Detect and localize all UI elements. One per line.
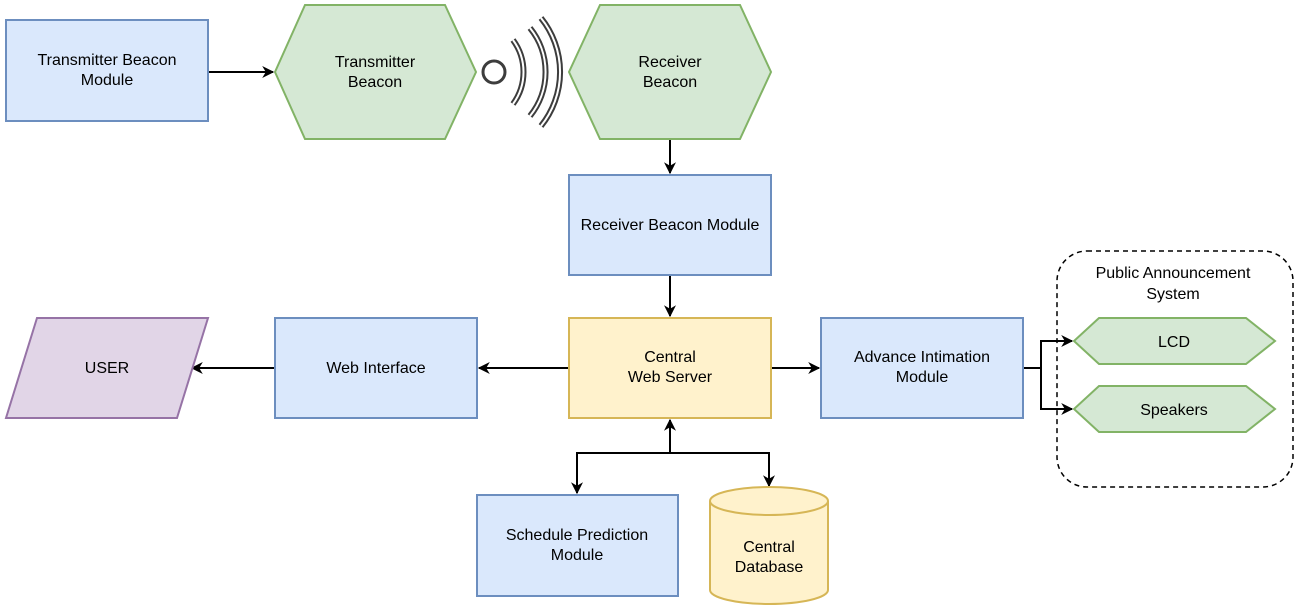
group-label-line-2: System [1146,286,1199,303]
lcd-node[interactable]: LCD [1072,317,1277,365]
user-label: USER [85,360,129,377]
edge-to-central-database [670,452,775,488]
schedule-prediction-module-node[interactable]: Schedule Prediction Module [476,494,679,597]
group-container [1056,250,1294,488]
transmitter-beacon-label-line-1: Transmitter [335,54,416,71]
wireless-signal-icon [481,16,564,128]
public-announcement-system-group: Public Announcement System [1056,250,1294,488]
web-interface-node[interactable]: Web Interface [274,317,478,419]
edges [190,66,1074,495]
transmitter-beacon-node[interactable]: Transmitter Beacon [273,4,478,140]
central-web-server-node[interactable]: Central Web Server [568,317,772,419]
schedule-prediction-module-label-line-2: Module [551,547,604,564]
edge-to-schedule-prediction [571,452,670,495]
receiver-beacon-node[interactable]: Receiver Beacon [567,4,773,140]
speakers-node[interactable]: Speakers [1072,385,1277,433]
lcd-label: LCD [1158,334,1190,351]
advance-intimation-module-node[interactable]: Advance Intimation Module [820,317,1024,419]
central-database-node[interactable]: Central Database [709,486,829,605]
receiver-beacon-label-line-2: Beacon [643,74,697,91]
central-web-server-label-line-2: Web Server [628,369,713,386]
central-database-label-line-1: Central [743,539,795,556]
transmitter-beacon-module-label-line-2: Module [81,72,134,89]
schedule-prediction-module-label-line-1: Schedule Prediction [506,527,648,544]
advance-intimation-module-label-line-2: Module [896,369,949,386]
transmitter-beacon-module-label-line-1: Transmitter Beacon [37,52,176,69]
transmitter-beacon-module-node[interactable]: Transmitter Beacon Module [5,19,209,122]
speakers-label: Speakers [1140,402,1208,419]
user-node[interactable]: USER [4,317,210,419]
transmitter-beacon-label-line-2: Beacon [348,74,402,91]
receiver-beacon-module-node[interactable]: Receiver Beacon Module [568,174,772,276]
central-database-label-line-2: Database [735,559,804,576]
central-web-server-label-line-1: Central [644,349,696,366]
edge-intimation-to-lcd [1023,335,1074,369]
receiver-beacon-label-line-1: Receiver [638,54,702,71]
web-interface-label: Web Interface [326,360,425,377]
receiver-beacon-module-label: Receiver Beacon Module [581,217,760,234]
edge-intimation-to-speakers [1040,368,1074,415]
advance-intimation-module-label-line-1: Advance Intimation [854,349,990,366]
group-label-line-1: Public Announcement [1096,265,1251,282]
